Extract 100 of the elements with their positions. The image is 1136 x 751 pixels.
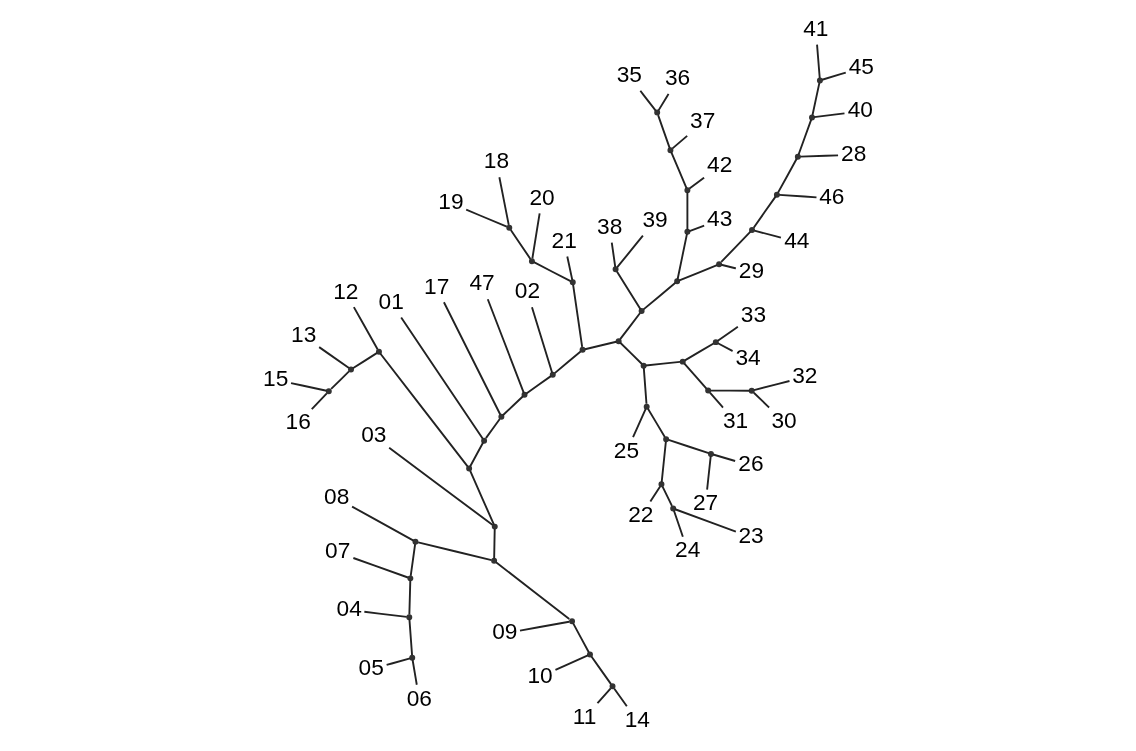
node-point <box>497 413 504 420</box>
connector <box>468 441 484 468</box>
node-point <box>412 538 418 545</box>
connector <box>677 264 718 282</box>
node-text: 12 <box>332 277 358 304</box>
node-text: 45 <box>848 52 874 79</box>
connector <box>565 255 573 282</box>
connector <box>642 281 676 311</box>
connector <box>596 687 612 705</box>
node-text: 02 <box>514 277 540 304</box>
node-text: 43 <box>706 204 732 231</box>
connector <box>416 541 492 562</box>
node-text: 39 <box>641 205 668 232</box>
connector <box>351 351 378 370</box>
node-point <box>794 153 801 160</box>
node-text: 24 <box>674 535 700 562</box>
connector <box>753 229 782 239</box>
node-text: 14 <box>624 705 650 732</box>
node-text: 21 <box>551 227 577 254</box>
connector <box>638 89 657 112</box>
connector <box>387 446 494 526</box>
node-point <box>662 436 669 443</box>
connector <box>351 557 409 579</box>
connector <box>532 261 572 283</box>
node-point <box>715 261 722 268</box>
connector <box>711 453 736 462</box>
connector <box>530 212 541 260</box>
connector <box>708 391 724 409</box>
node-point <box>490 557 497 564</box>
connector <box>798 154 839 158</box>
node-text: 46 <box>818 183 845 210</box>
node-point <box>704 387 711 394</box>
node-point <box>712 339 719 346</box>
node-text: 11 <box>572 702 596 729</box>
node-text: 28 <box>840 139 866 166</box>
connector <box>468 470 495 526</box>
node-point <box>657 481 664 488</box>
node-text: 42 <box>706 150 732 177</box>
node-text: 23 <box>737 522 764 549</box>
connector <box>497 176 510 226</box>
connector <box>610 241 616 268</box>
node-point <box>640 362 647 369</box>
node-text: 05 <box>358 654 384 681</box>
connector <box>399 316 484 440</box>
node-text: 09 <box>491 618 517 645</box>
node-point <box>679 358 686 365</box>
connector <box>408 618 413 656</box>
node-text: 36 <box>664 63 690 90</box>
connector <box>752 391 770 409</box>
node-point <box>465 465 472 472</box>
node-point <box>773 191 780 198</box>
connector <box>615 270 641 311</box>
node-text: 34 <box>735 344 761 371</box>
connector <box>797 118 812 156</box>
connector <box>411 659 418 686</box>
node-text: 08 <box>323 482 349 509</box>
connector <box>571 622 590 654</box>
node-text: 03 <box>360 421 386 448</box>
connector <box>683 342 714 362</box>
connector <box>571 283 583 348</box>
connector <box>682 362 707 390</box>
connector <box>644 360 681 367</box>
node-text: 38 <box>596 212 622 239</box>
node-text: 35 <box>616 61 642 88</box>
connector <box>525 375 552 395</box>
connector <box>494 561 570 620</box>
node-text: 16 <box>285 408 311 435</box>
connector <box>618 341 643 365</box>
connector <box>615 234 644 269</box>
connector <box>352 306 378 351</box>
node-point <box>405 614 412 621</box>
connector <box>776 157 798 194</box>
node-text: 29 <box>738 257 764 284</box>
node-point <box>609 683 615 690</box>
connector <box>777 193 817 199</box>
connector <box>671 134 688 150</box>
connector <box>660 440 667 484</box>
node-text: 32 <box>791 361 817 388</box>
connector <box>656 114 671 150</box>
node-text: 22 <box>627 500 654 527</box>
node-text: 04 <box>336 594 362 621</box>
node-point <box>816 77 823 84</box>
connector <box>688 224 705 232</box>
node-text: 17 <box>423 272 449 299</box>
node-text: 07 <box>324 537 350 564</box>
connector <box>815 43 821 80</box>
node-text: 10 <box>526 661 553 688</box>
node-point <box>683 228 690 235</box>
connector <box>385 657 411 666</box>
node-point <box>568 618 575 625</box>
connector <box>642 366 647 405</box>
node-text: 27 <box>692 488 718 515</box>
connector <box>590 655 612 686</box>
connector <box>583 340 617 351</box>
connector <box>719 230 751 263</box>
connector <box>811 81 820 116</box>
node-point <box>325 388 332 395</box>
connector <box>752 380 790 392</box>
node-point <box>549 371 556 378</box>
connector <box>709 389 751 392</box>
